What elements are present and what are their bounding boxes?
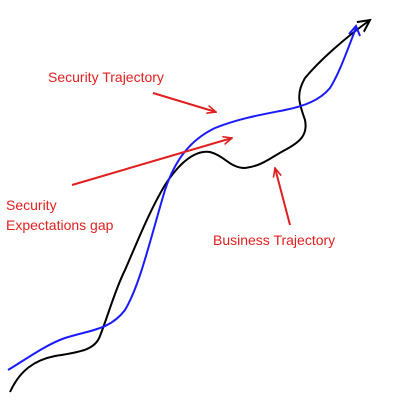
business-trajectory-pointer — [275, 168, 291, 226]
expectations-gap-label-line2: Expectations gap — [6, 217, 114, 233]
security-arrowhead — [348, 24, 361, 37]
expectations-gap-label-line1: Security — [6, 197, 57, 213]
business-trajectory-label: Business Trajectory — [213, 232, 335, 248]
security-trajectory-label: Security Trajectory — [48, 69, 164, 85]
security-trajectory-curve — [7, 27, 357, 371]
security-trajectory-pointer — [152, 92, 216, 112]
expectations-gap-pointer — [71, 138, 232, 186]
business-trajectory-curve — [9, 20, 370, 393]
